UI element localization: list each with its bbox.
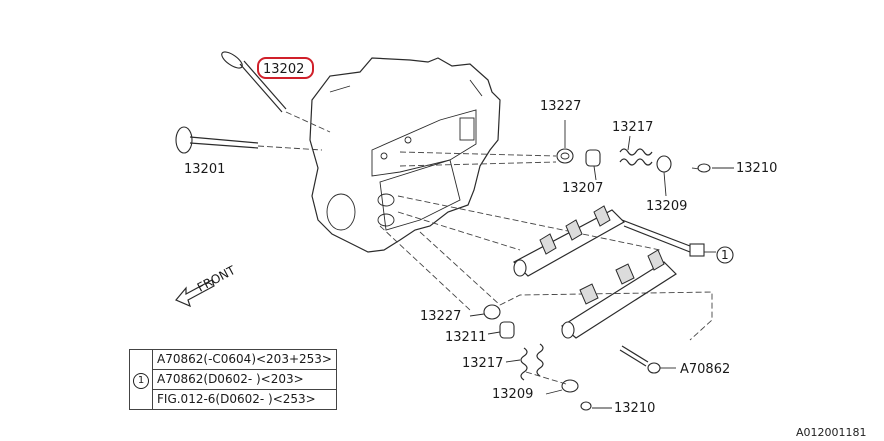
legend-row: FIG.012-6(D0602- )<253>	[130, 389, 337, 410]
label-13209-lower[interactable]: 13209	[492, 387, 533, 402]
callout-circle-1	[716, 246, 734, 264]
legend-table: 1 A70862(-C0604)<203+253> A70862(D0602- …	[129, 349, 337, 410]
valve-spring-group-lower	[469, 304, 612, 411]
label-13210-lower[interactable]: 13210	[614, 401, 655, 416]
cylinder-head	[309, 57, 501, 253]
legend-mark: 1	[133, 373, 149, 389]
label-13209-upper[interactable]: 13209	[646, 199, 687, 214]
legend-row: A70862(D0602- )<203>	[130, 369, 337, 390]
exhaust-valve	[175, 126, 323, 154]
label-13201[interactable]: 13201	[184, 162, 225, 177]
label-13207[interactable]: 13207	[562, 181, 603, 196]
valve-spring-group-upper	[556, 120, 734, 197]
rocker-arm-assembly-lower	[560, 249, 677, 374]
callout-1-text[interactable]: 1	[721, 248, 729, 262]
label-13227-lower[interactable]: 13227	[420, 309, 461, 324]
legend-row-1: A70862(-C0604)<203+253>	[152, 349, 337, 370]
label-13202[interactable]: 13202	[263, 62, 304, 77]
front-arrow	[175, 279, 215, 308]
highlight-box-13202	[257, 57, 314, 79]
legend-row-2: A70862(D0602- )<203>	[152, 369, 337, 390]
legend-row-3[interactable]: FIG.012-6(D0602- )<253>	[152, 389, 337, 410]
label-13217-upper[interactable]: 13217	[612, 120, 653, 135]
label-13217-lower[interactable]: 13217	[462, 356, 503, 371]
rocker-arm-assembly-upper	[513, 205, 716, 277]
label-13211[interactable]: 13211	[445, 330, 486, 345]
label-13210-upper[interactable]: 13210	[736, 161, 777, 176]
intake-valve	[221, 51, 331, 133]
label-13227-upper[interactable]: 13227	[540, 99, 581, 114]
front-label: FRONT	[195, 263, 238, 295]
figure-reference: A012001181	[796, 426, 867, 439]
label-a70862[interactable]: A70862	[680, 362, 730, 377]
legend-mark-cell: 1	[129, 349, 153, 410]
legend-row: 1 A70862(-C0604)<203+253>	[129, 349, 337, 410]
